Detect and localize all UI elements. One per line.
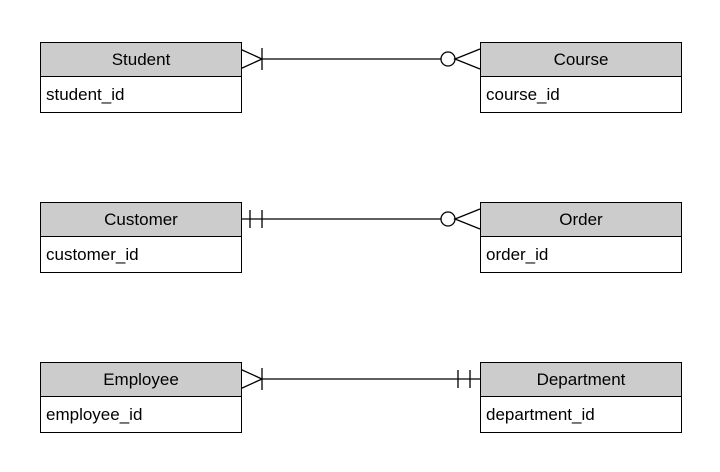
cardinality-zero-circle-icon (440, 211, 456, 227)
relationship-student-course (239, 48, 481, 70)
entity-title: Customer (41, 203, 241, 237)
entity-customer: Customer customer_id (40, 202, 242, 273)
entity-attribute: student_id (46, 84, 125, 104)
entity-order: Order order_id (480, 202, 682, 273)
entity-attribute: department_id (486, 404, 595, 424)
entity-title: Department (481, 363, 681, 397)
crow-foot-many-icon (239, 48, 264, 70)
crow-foot-many-icon (239, 368, 264, 390)
entity-title: Order (481, 203, 681, 237)
entity-attribute: employee_id (46, 404, 143, 424)
crow-foot-many-icon (453, 208, 481, 230)
entity-title: Employee (41, 363, 241, 397)
cardinality-zero-circle-icon (440, 51, 456, 67)
entity-title: Course (481, 43, 681, 77)
entity-employee: Employee employee_id (40, 362, 242, 433)
entity-student: Student student_id (40, 42, 242, 113)
entity-attribute: course_id (486, 84, 560, 104)
entity-attribute: order_id (486, 244, 549, 264)
crow-foot-many-icon (453, 48, 481, 70)
entity-course: Course course_id (480, 42, 682, 113)
entity-attribute: customer_id (46, 244, 139, 264)
entity-title: Student (41, 43, 241, 77)
relationship-customer-order (240, 208, 481, 230)
relationship-employee-department (239, 368, 480, 390)
entity-department: Department department_id (480, 362, 682, 433)
